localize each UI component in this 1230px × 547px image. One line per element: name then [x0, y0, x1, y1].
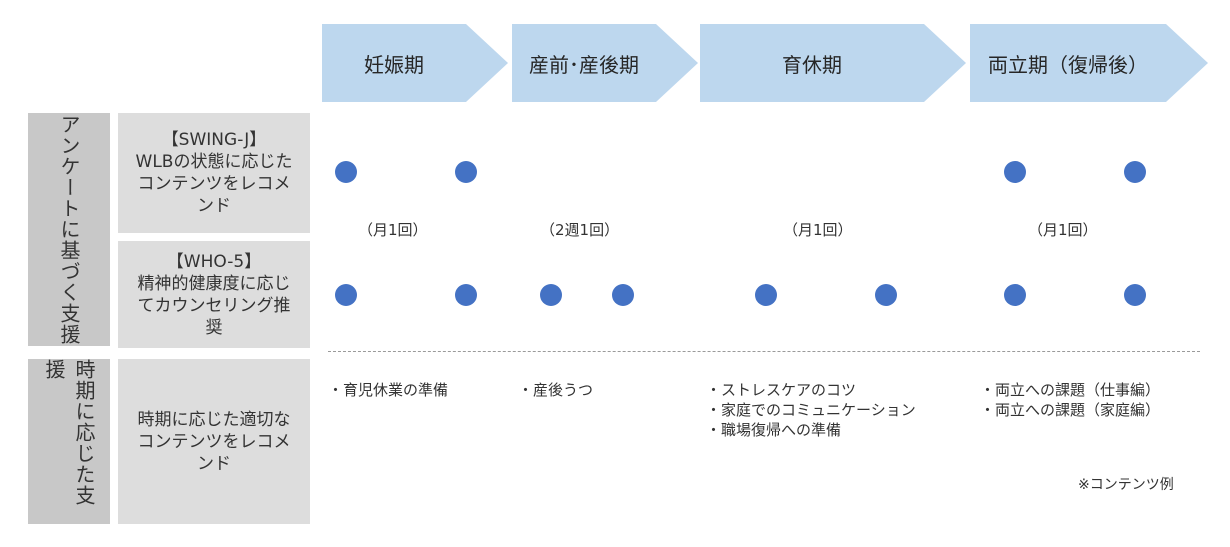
swing-j-dot [335, 161, 357, 183]
timing-support-desc: 時期に応じた適切なコンテンツをレコメンド [137, 409, 291, 474]
content-list-perinatal: 産後うつ [518, 380, 593, 400]
frequency-label: （月1回） [358, 221, 428, 239]
swing-j-desc: WLBの状態に応じたコンテンツをレコメンド [135, 152, 293, 216]
survey-support-title: アンケートに基づく支援 [57, 114, 81, 345]
content-list-pregnancy: 育児休業の準備 [328, 380, 448, 400]
phase-label: 産前･産後期 [529, 52, 639, 77]
phase-arrow-pregnancy: 妊娠期 [322, 24, 508, 102]
content-item: 両立への課題（仕事編） [980, 380, 1160, 400]
frequency-label: （2週1回） [540, 221, 620, 239]
content-item: 育児休業の準備 [328, 380, 448, 400]
who5-tag: 【WHO-5】 [166, 251, 262, 272]
who5-dot [335, 284, 357, 306]
content-item: 両立への課題（家庭編） [980, 400, 1160, 420]
section-divider [328, 351, 1200, 352]
timing-support-header: 時期に応じた支援 [28, 359, 110, 524]
survey-support-header: アンケートに基づく支援 [28, 113, 110, 346]
who5-dot [612, 284, 634, 306]
content-item: ストレスケアのコツ [706, 380, 916, 400]
swing-j-dot [455, 161, 477, 183]
phase-arrow-perinatal: 産前･産後期 [512, 24, 698, 102]
frequency-label: （月1回） [1028, 221, 1098, 239]
who5-dot [455, 284, 477, 306]
phase-label: 妊娠期 [364, 52, 424, 77]
content-item: 家庭でのコミュニケーション [706, 400, 916, 420]
content-item: 職場復帰への準備 [706, 420, 916, 440]
content-example-note: ※コンテンツ例 [1078, 477, 1174, 493]
swing-j-box: 【SWING-J】 WLBの状態に応じたコンテンツをレコメンド [118, 113, 310, 233]
timing-content-box: 時期に応じた適切なコンテンツをレコメンド [118, 359, 310, 524]
swing-j-tag: 【SWING-J】 [161, 130, 267, 150]
phase-arrow-return-to-work: 両立期（復帰後） [970, 24, 1208, 102]
who5-dot [540, 284, 562, 306]
content-list-return-to-work: 両立への課題（仕事編） 両立への課題（家庭編） [980, 380, 1160, 420]
who5-dot [875, 284, 897, 306]
who5-box: 【WHO-5】 精神的健康度に応じてカウンセリング推奨 [118, 241, 310, 348]
who5-dot [755, 284, 777, 306]
timing-support-title: 時期に応じた支援 [42, 359, 96, 506]
who5-dot [1124, 284, 1146, 306]
content-item: 産後うつ [518, 380, 593, 400]
phase-label: 育休期 [782, 52, 842, 77]
phase-label: 両立期（復帰後） [988, 52, 1148, 77]
frequency-label: （月1回） [783, 221, 853, 239]
swing-j-dot [1004, 161, 1026, 183]
content-list-childcare-leave: ストレスケアのコツ 家庭でのコミュニケーション 職場復帰への準備 [706, 380, 916, 440]
phase-arrow-childcare-leave: 育休期 [700, 24, 966, 102]
who5-dot [1004, 284, 1026, 306]
who5-desc: 精神的健康度に応じてカウンセリング推奨 [137, 273, 291, 338]
swing-j-dot [1124, 161, 1146, 183]
